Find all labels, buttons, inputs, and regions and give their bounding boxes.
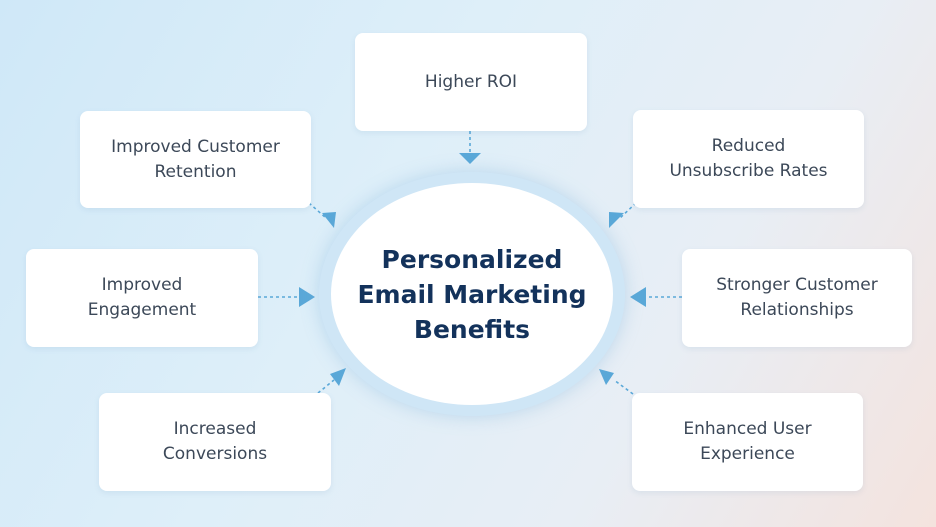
benefit-box-improved-engagement: Improved Engagement	[26, 249, 258, 347]
arrowhead-engagement	[299, 287, 315, 307]
connector-line-conversions	[317, 379, 335, 394]
arrowhead-unsubscribe	[609, 212, 624, 228]
arrowhead-conversions	[330, 368, 346, 386]
center-hub: Personalized Email Marketing Benefits	[331, 183, 613, 405]
arrowhead-relationships	[630, 287, 646, 307]
connector-line-retention	[308, 202, 327, 219]
connector-line-unsubscribe	[619, 202, 637, 219]
benefit-box-higher-roi: Higher ROI	[355, 33, 587, 131]
benefit-box-enhanced-user-experience: Enhanced User Experience	[632, 393, 863, 491]
benefit-box-stronger-customer-relationships: Stronger Customer Relationships	[682, 249, 912, 347]
arrowhead-retention	[322, 212, 336, 228]
benefit-box-increased-conversions: Increased Conversions	[99, 393, 331, 491]
benefit-box-improved-customer-retention: Improved Customer Retention	[80, 111, 311, 208]
arrowhead-higher-roi	[459, 153, 481, 164]
center-title: Personalized Email Marketing Benefits	[357, 244, 587, 344]
arrowhead-experience	[599, 369, 614, 385]
connector-line-experience	[613, 379, 634, 395]
benefit-box-reduced-unsubscribe-rates: Reduced Unsubscribe Rates	[633, 110, 864, 208]
